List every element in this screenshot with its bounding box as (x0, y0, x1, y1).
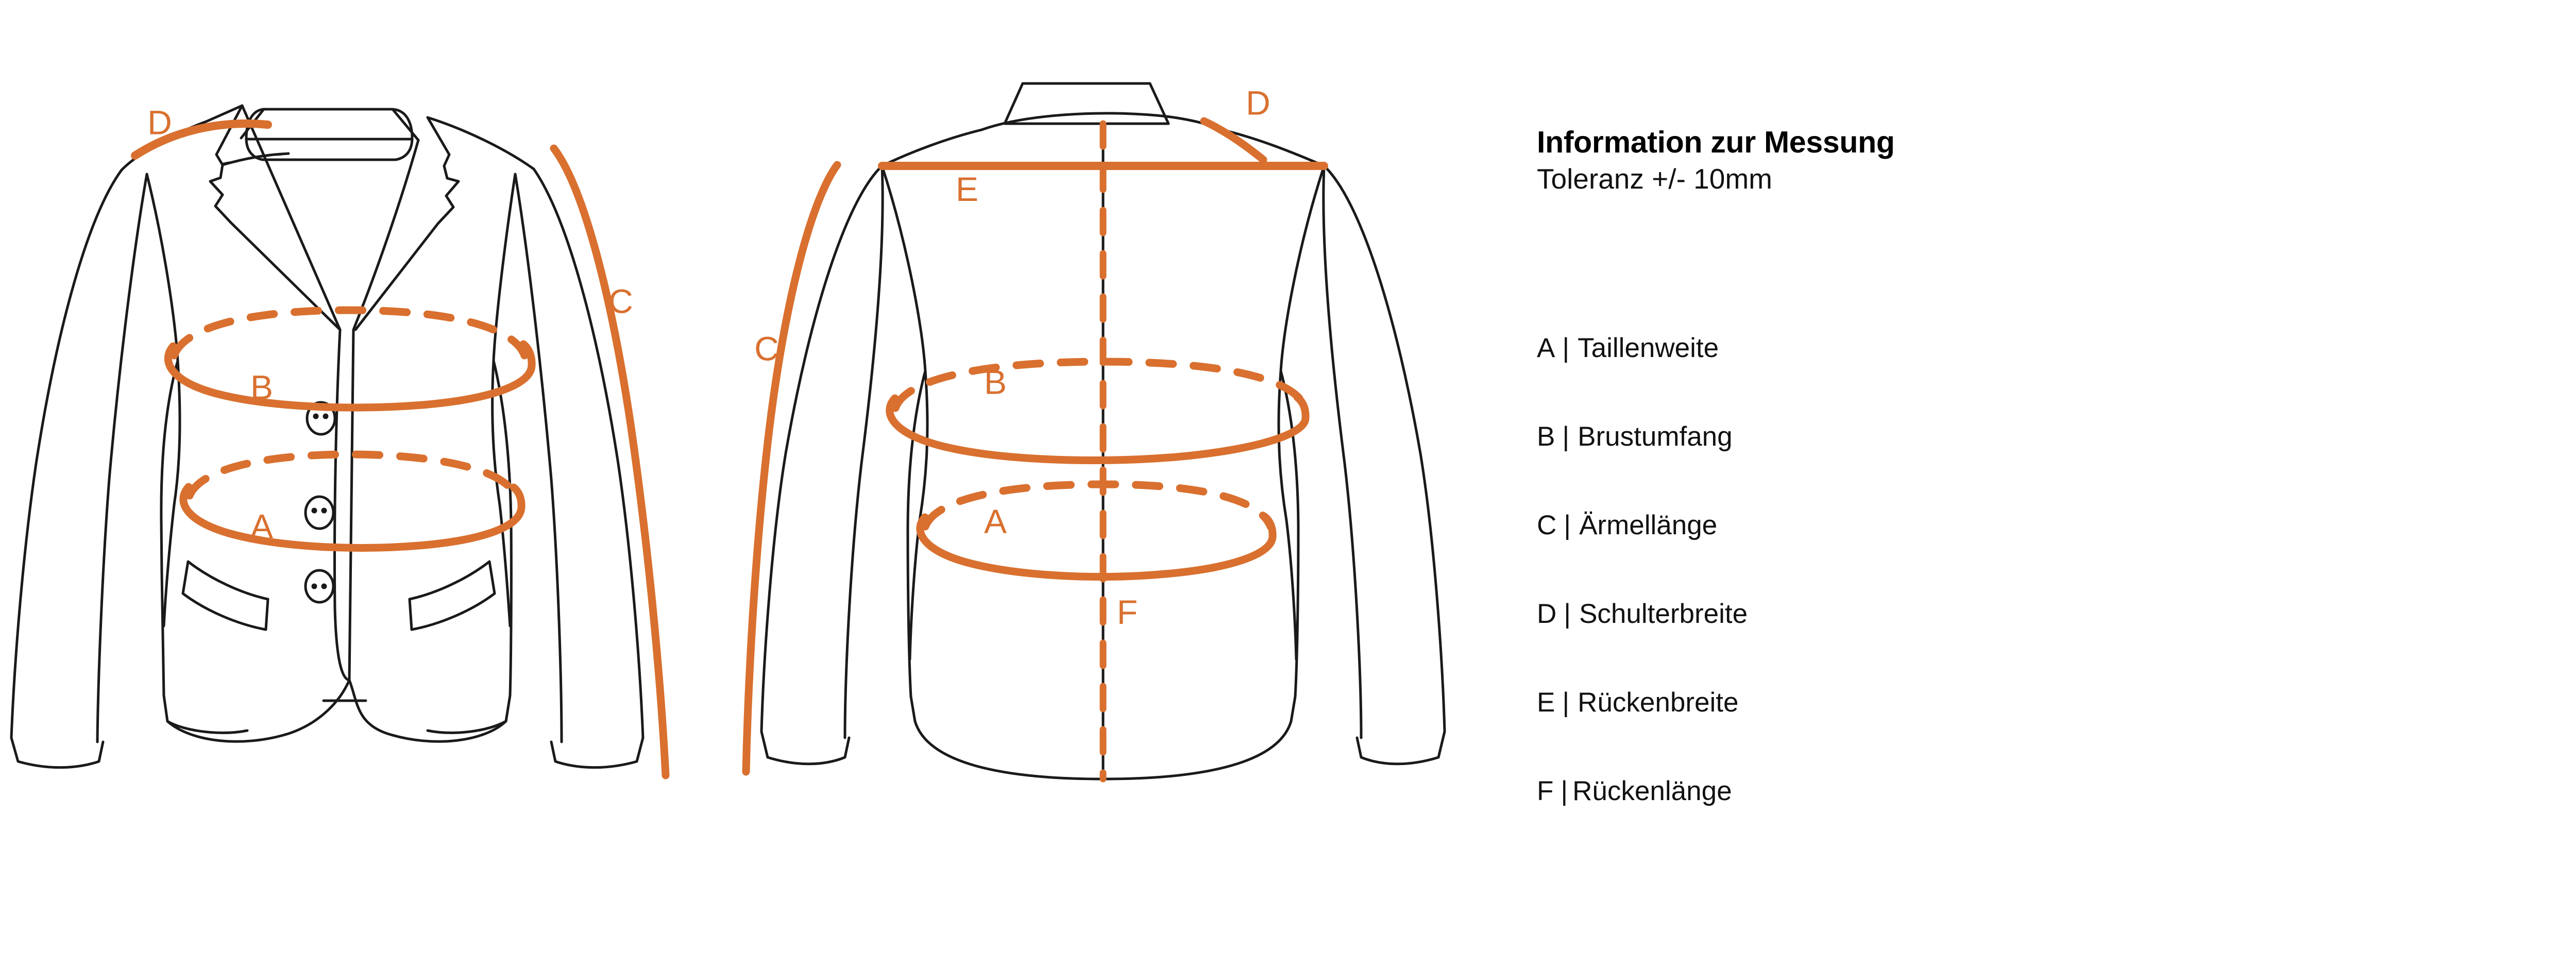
legend-item-e: E | Rückenbreite (1537, 687, 2361, 775)
legend-label-f: Rückenlänge (1572, 776, 1732, 806)
front-marker-label-C: C (608, 282, 633, 320)
front-right-shoulder (426, 116, 535, 171)
back-marker-label-A: A (984, 502, 1007, 540)
front-left-lapel-inner (241, 104, 342, 331)
front-center-placket (333, 328, 351, 682)
legend-item-c: C | Ärmellänge (1537, 510, 2361, 598)
front-left-pocket-flap (181, 560, 269, 631)
back-waist-ellipse-front-dashed-A (921, 480, 1275, 531)
legend-item-a: A | Taillenweite (1537, 332, 2361, 421)
legend-key-d: D (1537, 599, 1557, 629)
back-waist-ellipse-back-solid-A (916, 513, 1277, 581)
legend-label-e: Rückenbreite (1578, 687, 1739, 718)
back-marker-label-D: D (1246, 83, 1270, 122)
legend-separator: | (1562, 421, 1570, 452)
front-right-lapel (354, 116, 460, 331)
back-right-shoulder (1221, 128, 1326, 167)
back-marker-label-C: C (754, 329, 779, 367)
legend-label-a: Taillenweite (1578, 333, 1719, 363)
legend-key-f: F (1537, 776, 1554, 806)
back-marker-label-F: F (1117, 593, 1138, 631)
back-left-sleeve-outline (760, 164, 884, 766)
legend-separator: | (1561, 776, 1568, 806)
front-waist-ellipse-back-dashed-A (185, 450, 519, 500)
legend-label-c: Ärmellänge (1579, 510, 1718, 540)
back-left-shoulder (880, 128, 983, 167)
back-right-side-seam (1279, 369, 1300, 723)
legend-item-b: B | Brustumfang (1537, 421, 2361, 510)
legend-separator: | (1562, 687, 1570, 718)
legend-label-d: Schulterbreite (1579, 599, 1748, 629)
back-shoulder-width-line-D (1200, 117, 1267, 164)
front-right-side-seam (426, 359, 513, 734)
back-chest-ellipse-back-solid-B (886, 393, 1310, 464)
front-right-sleeve-inner-seam (514, 173, 563, 743)
legend-key-c: C (1537, 510, 1557, 540)
front-collar-band (245, 108, 414, 161)
front-left-side-seam (160, 359, 249, 734)
button-bottom (304, 569, 335, 604)
back-marker-label-B: B (984, 363, 1007, 401)
front-right-armhole (491, 173, 517, 628)
front-chest-ellipse-back-dashed-B (170, 306, 529, 360)
front-right-sleeve-outline (532, 167, 645, 769)
back-left-armhole (880, 164, 929, 661)
back-right-sleeve-outline (1323, 164, 1446, 766)
back-right-sleeve-inner-seam (1322, 164, 1363, 739)
front-waist-ellipse-front-solid-A (179, 483, 526, 552)
legend-separator: | (1564, 599, 1571, 629)
legend-key-b: B (1537, 421, 1555, 452)
front-left-sleeve-inner-seam (96, 173, 148, 743)
front-buttons (304, 401, 336, 604)
front-left-panel-hem (166, 679, 351, 743)
legend-separator: | (1564, 510, 1571, 540)
front-shoulder-hint-dashed (222, 153, 289, 165)
info-panel-title: Information zur Messung (1537, 125, 1895, 159)
legend-label-b: Brustumfang (1578, 421, 1733, 452)
back-marker-label-E: E (956, 170, 978, 208)
front-shoulder-width-line-D (131, 119, 272, 160)
back-left-side-seam (906, 369, 927, 723)
back-right-armhole (1277, 164, 1326, 661)
front-marker-label-D: D (147, 103, 172, 141)
measurement-info-panel: Information zur Messung Toleranz +/- 10m… (1537, 126, 2361, 195)
front-sleeve-length-line-C (550, 144, 670, 779)
measurement-legend-list: A | Taillenweite B | Brustumfang C | Ärm… (1537, 332, 2361, 864)
legend-separator: | (1562, 333, 1570, 363)
front-right-lapel-inner (348, 139, 420, 682)
front-marker-label-B: B (250, 368, 273, 406)
info-panel-tolerance: Toleranz +/- 10mm (1537, 162, 1772, 195)
legend-item-f: F | Rückenlänge (1537, 775, 2361, 864)
front-collar-right-shoulder-line (391, 108, 420, 142)
legend-key-e: E (1537, 687, 1555, 718)
back-collar (1003, 82, 1170, 125)
front-right-panel-hem (348, 679, 507, 743)
back-chest-ellipse-front-dashed-B (891, 358, 1310, 412)
back-left-sleeve-inner-seam (843, 164, 884, 739)
front-marker-label-A: A (250, 507, 273, 545)
legend-item-d: D | Schulterbreite (1537, 598, 2361, 687)
front-left-armhole (145, 173, 181, 628)
button-middle (304, 495, 335, 530)
front-right-pocket-flap (408, 560, 496, 631)
legend-key-a: A (1537, 333, 1555, 363)
front-left-sleeve-outline (10, 168, 123, 769)
back-sleeve-length-line-C (742, 161, 841, 776)
jacket-front-view (10, 104, 645, 769)
front-left-lapel (209, 104, 342, 331)
front-chest-ellipse-front-solid-B (164, 340, 536, 412)
